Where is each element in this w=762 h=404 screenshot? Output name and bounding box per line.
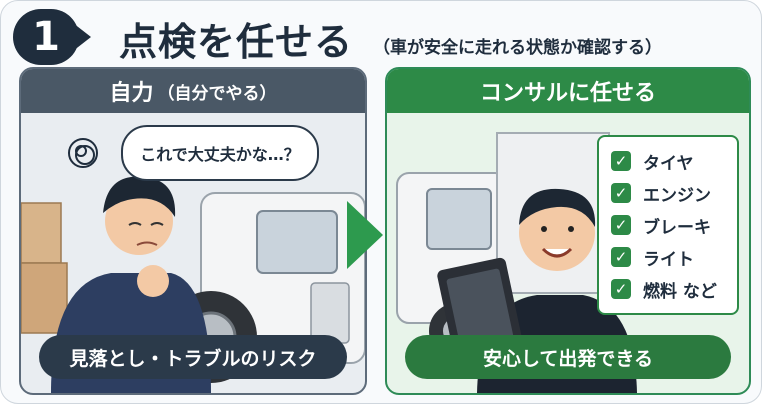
- step-number: 1: [32, 14, 60, 60]
- driver-mouth: [136, 241, 158, 246]
- checklist-item-label: ライト: [643, 249, 694, 270]
- step-badge-pointer: [73, 23, 91, 51]
- checkmark-icon: ✓: [611, 151, 631, 171]
- checklist-item: ✓ ライト: [599, 241, 737, 273]
- checklist-item-label: 燃料 など: [643, 281, 717, 302]
- thought-bubble: これで大丈夫かな…？: [121, 125, 319, 181]
- checkmark-icon: ✓: [611, 247, 631, 267]
- page-subtitle: （車が安全に走れる状態か確認する）: [373, 38, 662, 58]
- peace-of-mind-label: 安心して出発できる: [405, 335, 731, 379]
- checklist-item: ✓ ブレーキ: [599, 209, 737, 241]
- checkmark-icon: ✓: [611, 279, 631, 299]
- right-arrow-icon: [347, 201, 383, 269]
- checklist-item-label: ブレーキ: [643, 217, 711, 238]
- consultant-hair: [519, 188, 596, 227]
- truck-window: [426, 188, 492, 250]
- consultant-eye: [568, 226, 574, 232]
- cardboard-box: [21, 262, 68, 334]
- inspection-checklist: ✓ タイヤ ✓ エンジン ✓ ブレーキ ✓ ライト ✓ 燃料 など: [597, 135, 739, 315]
- clipboard-screen: [446, 268, 514, 350]
- driver-hand: [137, 265, 169, 297]
- consultant-head: [519, 195, 595, 271]
- risk-label: 見落とし・トラブルのリスク: [39, 335, 347, 379]
- step-number-badge: 1: [13, 9, 79, 65]
- checklist-item: ✓ タイヤ: [599, 145, 737, 177]
- driver-eye: [128, 222, 142, 226]
- worry-scribble-icon: [68, 138, 98, 168]
- cardboard-box: [21, 202, 62, 264]
- checklist-item: ✓ 燃料 など: [599, 273, 737, 305]
- checkmark-icon: ✓: [611, 183, 631, 203]
- truck-grille: [310, 282, 350, 344]
- consultant-eye: [541, 226, 547, 232]
- truck-window: [256, 210, 338, 274]
- checklist-item-label: エンジン: [643, 185, 711, 206]
- self-check-heading-note: （自分でやる）: [157, 83, 277, 104]
- driver-hair: [103, 176, 176, 217]
- consultant-panel: コンサルに任せる 安心して出発できる: [385, 67, 751, 395]
- consultant-heading: コンサルに任せる: [387, 69, 749, 113]
- consultant-smile: [541, 247, 573, 258]
- checklist-item-label: タイヤ: [643, 153, 694, 174]
- self-check-heading: 自力 （自分でやる）: [21, 69, 365, 113]
- page-title: 点検を任せる: [119, 20, 354, 64]
- driver-head: [105, 187, 173, 255]
- self-check-panel: 自力 （自分でやる） 見落とし・トラブルのリスク: [19, 67, 367, 395]
- checkmark-icon: ✓: [611, 215, 631, 235]
- driver-eye: [150, 222, 164, 226]
- checklist-item: ✓ エンジン: [599, 177, 737, 209]
- self-check-heading-text: 自力: [109, 81, 154, 106]
